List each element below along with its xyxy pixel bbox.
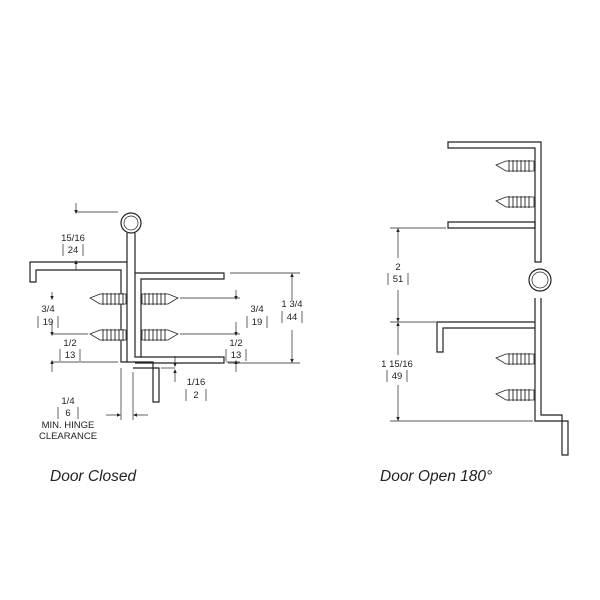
closed-dim-clearance-frac: 1/4 xyxy=(61,396,74,407)
open-dim-lower-mm: 49 xyxy=(392,371,403,382)
closed-dim-screw-right-mm: 19 xyxy=(252,317,263,328)
open-screw-1 xyxy=(495,160,535,172)
closed-dim-top-mm: 24 xyxy=(68,245,79,256)
closed-dim-clearance: 1/4 6 MIN. HINGE CLEARANCE xyxy=(39,368,148,442)
closed-clearance-line1: MIN. HINGE xyxy=(42,420,95,431)
closed-dim-screw-right: 3/4 19 xyxy=(180,290,268,328)
open-screw-2 xyxy=(495,196,535,208)
closed-dim-lower-left: 1/2 13 xyxy=(50,322,118,372)
open-caption: Door Open 180° xyxy=(380,468,492,485)
closed-dim-top-frac: 15/16 xyxy=(61,233,85,244)
closed-dim-top: 15/16 24 xyxy=(61,203,118,270)
closed-knuckle xyxy=(120,212,142,234)
closed-screw-1 xyxy=(89,293,127,305)
open-screw-3 xyxy=(495,353,535,365)
closed-dim-clearance-mm: 6 xyxy=(65,408,70,419)
closed-dim-screw-left: 3/4 19 xyxy=(37,292,59,328)
closed-dim-lower-right-frac: 1/2 xyxy=(229,338,242,349)
closed-leaf-right xyxy=(134,233,225,358)
open-screw-4 xyxy=(495,389,535,401)
open-dim-upper-frac: 2 xyxy=(395,262,400,273)
door-open-view: 2 51 1 15/16 49 Door Open 180° xyxy=(380,141,569,485)
open-dim-upper: 2 51 xyxy=(387,227,446,323)
closed-dim-overall-frac: 1 3/4 xyxy=(281,299,302,310)
closed-dim-gap: 1/16 2 xyxy=(161,356,207,401)
open-dim-lower: 1 15/16 49 xyxy=(381,321,533,422)
open-leaf-upper xyxy=(447,141,542,263)
closed-dim-screw-left-mm: 19 xyxy=(43,317,54,328)
closed-leaf-right-lower xyxy=(135,356,225,364)
closed-screw-2 xyxy=(89,329,127,341)
closed-screw-4 xyxy=(141,329,179,341)
closed-dim-lower-right-mm: 13 xyxy=(231,350,242,361)
closed-leaf-tail xyxy=(127,361,160,403)
closed-clearance-line2: CLEARANCE xyxy=(39,431,97,442)
closed-dim-overall: 1 3/4 44 xyxy=(228,272,303,364)
closed-caption: Door Closed xyxy=(50,468,138,485)
open-knuckle xyxy=(528,268,552,292)
closed-dim-lower-left-frac: 1/2 xyxy=(63,338,76,349)
closed-dim-lower-left-mm: 13 xyxy=(65,350,76,361)
closed-screw-3 xyxy=(141,293,179,305)
closed-dim-gap-mm: 2 xyxy=(193,390,198,401)
open-dim-upper-mm: 51 xyxy=(393,274,404,285)
closed-dim-screw-right-frac: 3/4 xyxy=(250,304,263,315)
door-closed-view: 15/16 24 3/4 19 1/2 13 3/ xyxy=(29,203,303,485)
open-leaf-lower xyxy=(534,298,569,456)
closed-dim-lower-right: 1/2 13 xyxy=(180,322,247,372)
closed-dim-overall-mm: 44 xyxy=(287,312,298,323)
closed-dim-screw-left-frac: 3/4 xyxy=(41,304,54,315)
open-dim-lower-frac: 1 15/16 xyxy=(381,359,413,370)
closed-dim-gap-frac: 1/16 xyxy=(187,377,206,388)
